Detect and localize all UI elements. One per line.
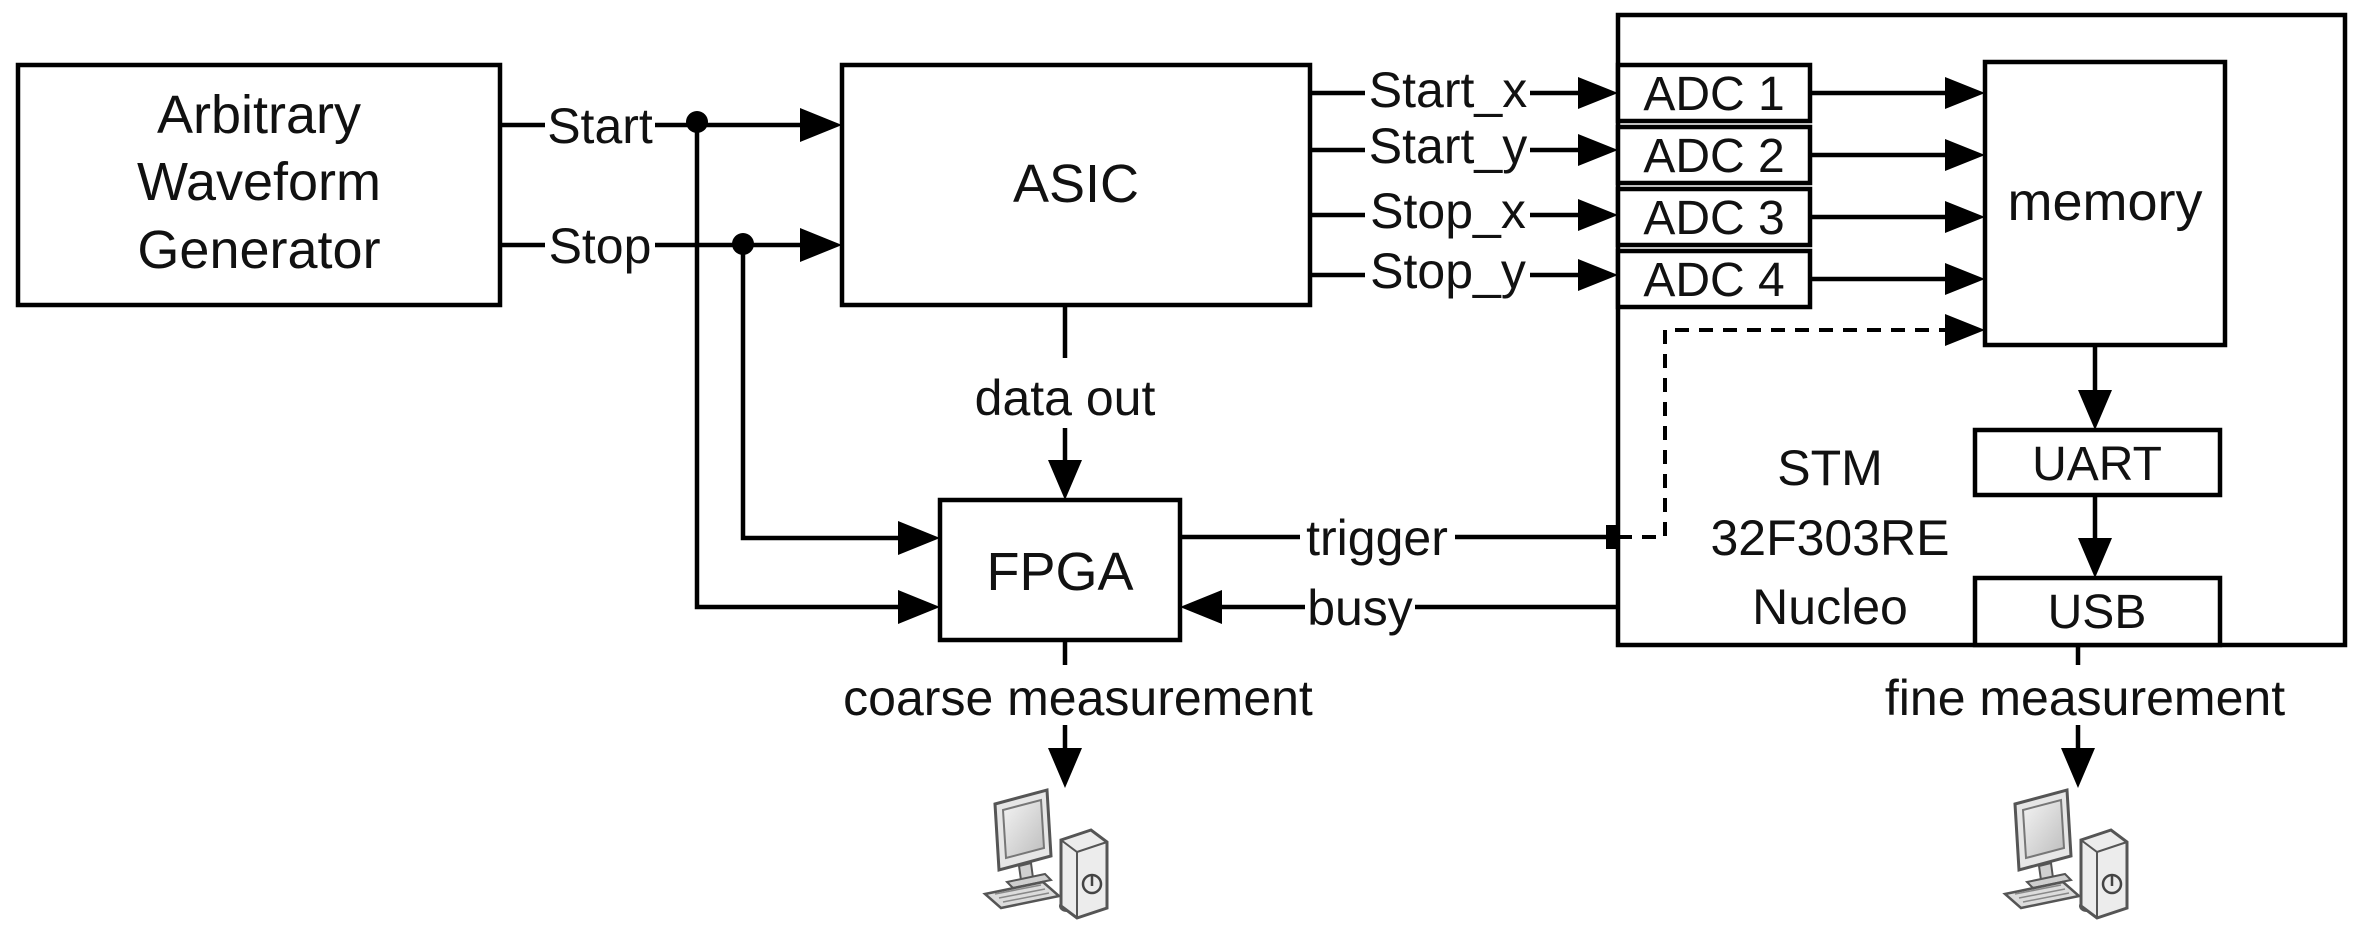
start-fpga-arrow <box>898 590 940 624</box>
busy-arrow <box>1180 590 1222 624</box>
adc1-label: ADC 1 <box>1643 68 1784 121</box>
coarse-measurement-label: coarse measurement <box>843 670 1313 726</box>
adc4-label: ADC 4 <box>1643 254 1784 307</box>
fpga-box <box>937 497 1183 643</box>
start-to-fpga-wire <box>694 122 898 610</box>
stop-to-fpga-wire <box>740 244 898 541</box>
stop-y-label: Stop_y <box>1370 243 1526 299</box>
trigger-dashed-wire <box>1618 328 1945 539</box>
usb-label: USB <box>2048 586 2147 639</box>
stm-label-3: Nucleo <box>1752 579 1908 635</box>
memory-label: memory <box>2007 172 2202 232</box>
stop-y-arrow <box>1578 259 1618 291</box>
adc2-label: ADC 2 <box>1643 130 1784 183</box>
adc3-box <box>1615 186 1813 248</box>
stop-arrow <box>800 228 842 262</box>
adc2-mem-arrow <box>1945 139 1985 171</box>
mem-uart-arrow <box>2078 390 2112 430</box>
stop-signal-label: Stop <box>549 218 652 274</box>
usb-box <box>1972 575 2223 648</box>
stm-label-2: 32F303RE <box>1710 510 1949 566</box>
adc3-label: ADC 3 <box>1643 192 1784 245</box>
data-out-arrow <box>1048 460 1082 500</box>
fine-measurement-label: fine measurement <box>1885 670 2285 726</box>
stm-label-1: STM <box>1777 440 1883 496</box>
start-x-arrow <box>1578 77 1618 109</box>
start-arrow <box>800 108 842 142</box>
adc1-mem-arrow <box>1945 77 1985 109</box>
uart-usb-arrow <box>2078 538 2112 578</box>
computer-icon <box>983 788 1109 920</box>
data-out-label: data out <box>975 370 1156 426</box>
adc4-mem-arrow <box>1945 263 1985 295</box>
asic-box <box>839 62 1313 308</box>
awg-label-3: Generator <box>137 220 380 280</box>
computer-icon <box>2003 788 2129 920</box>
awg-box <box>15 62 503 308</box>
asic-label: ASIC <box>1013 154 1139 214</box>
coarse-arrow <box>1048 748 1082 788</box>
memory-box <box>1982 59 2228 348</box>
stop-x-label: Stop_x <box>1370 183 1526 239</box>
start-x-label: Start_x <box>1369 62 1527 118</box>
busy-label: busy <box>1307 580 1413 636</box>
stop-x-arrow <box>1578 199 1618 231</box>
start-y-label: Start_y <box>1369 118 1527 174</box>
adc1-box <box>1615 62 1813 124</box>
uart-label: UART <box>2032 438 2162 491</box>
awg-label-2: Waveform <box>137 152 381 212</box>
trigger-mem-arrow <box>1945 314 1985 346</box>
uart-box <box>1972 427 2223 498</box>
trigger-label: trigger <box>1306 510 1448 566</box>
adc4-box <box>1615 248 1813 310</box>
trigger-port <box>1606 525 1616 549</box>
awg-label-1: Arbitrary <box>157 85 361 145</box>
fpga-label: FPGA <box>986 542 1133 602</box>
adc3-mem-arrow <box>1945 201 1985 233</box>
start-signal-label: Start <box>547 98 653 154</box>
stop-fpga-arrow <box>898 521 940 555</box>
start-y-arrow <box>1578 134 1618 166</box>
fine-arrow <box>2061 748 2095 788</box>
